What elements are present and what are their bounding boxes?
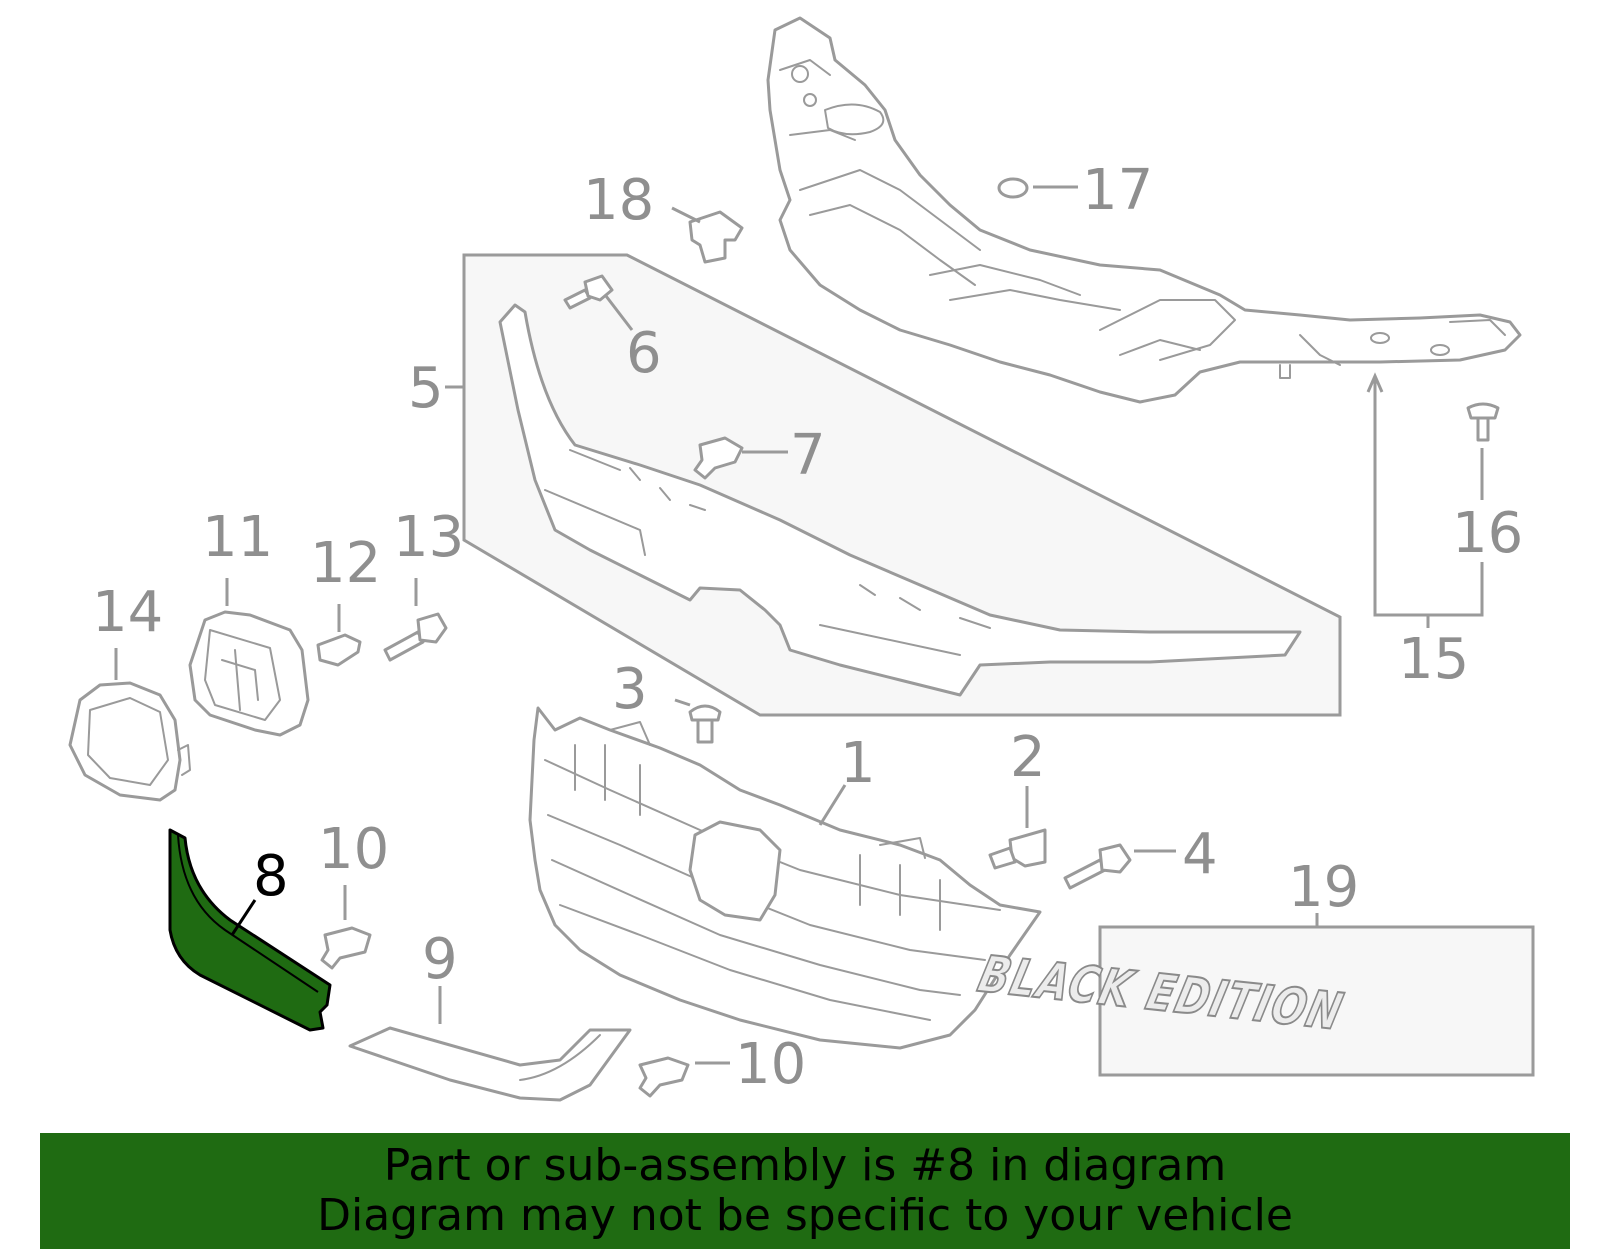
part-15-leader bbox=[1373, 380, 1484, 628]
callout-15: 15 bbox=[1398, 627, 1469, 692]
callout-17: 17 bbox=[1082, 158, 1153, 223]
callout-3: 3 bbox=[612, 657, 648, 722]
callout-9: 9 bbox=[422, 927, 458, 992]
callout-8: 8 bbox=[253, 844, 289, 909]
callout-14: 14 bbox=[92, 580, 163, 645]
callout-7: 7 bbox=[790, 423, 826, 488]
part-17-grommet bbox=[997, 177, 1029, 199]
part-4-bolt bbox=[1063, 843, 1132, 890]
callout-10-lower: 10 bbox=[735, 1032, 806, 1097]
part-8-leader bbox=[230, 899, 257, 936]
part-5-molding-box bbox=[462, 253, 1342, 717]
part-10-clip-lower bbox=[638, 1056, 690, 1098]
part-10-clip-upper bbox=[320, 926, 372, 970]
part-13-bolt bbox=[383, 612, 448, 662]
info-banner: Part or sub-assembly is #8 in diagram Di… bbox=[40, 1133, 1570, 1249]
callout-19: 19 bbox=[1288, 855, 1359, 920]
part-12-clip bbox=[316, 633, 362, 667]
part-7-clip bbox=[693, 436, 744, 480]
part-1-grille bbox=[528, 706, 1042, 1050]
part-9-lower-molding bbox=[348, 1026, 632, 1102]
part-14-frame bbox=[68, 681, 191, 802]
callout-12: 12 bbox=[310, 531, 381, 596]
part-3-push-clip bbox=[688, 704, 722, 744]
callout-1: 1 bbox=[840, 731, 876, 796]
callout-11: 11 bbox=[202, 505, 273, 570]
part-19-emblem-box: BLACK EDITION bbox=[972, 925, 1535, 1077]
part-11-bracket bbox=[188, 610, 310, 737]
banner-line-2: Diagram may not be specific to your vehi… bbox=[317, 1190, 1293, 1241]
part-6-bolt bbox=[563, 274, 614, 310]
part-8-molding-edge bbox=[177, 834, 319, 993]
part-15-upper-support bbox=[766, 16, 1522, 404]
leader-lines bbox=[114, 185, 1484, 1065]
callout-13: 13 bbox=[393, 505, 464, 570]
callout-5: 5 bbox=[408, 356, 444, 421]
callout-6: 6 bbox=[626, 321, 662, 386]
callout-18: 18 bbox=[583, 168, 654, 233]
part-8-molding-highlighted bbox=[168, 828, 332, 1032]
callout-2: 2 bbox=[1010, 725, 1046, 790]
part-15-arrow bbox=[1366, 372, 1384, 393]
banner-line-1: Part or sub-assembly is #8 in diagram bbox=[383, 1140, 1227, 1191]
part-2-clip-nut bbox=[988, 828, 1047, 870]
callout-16: 16 bbox=[1452, 501, 1523, 566]
callout-10-upper: 10 bbox=[318, 817, 389, 882]
part-18-clip bbox=[688, 210, 744, 264]
part-16-screw bbox=[1466, 402, 1500, 442]
callout-4: 4 bbox=[1182, 822, 1218, 887]
